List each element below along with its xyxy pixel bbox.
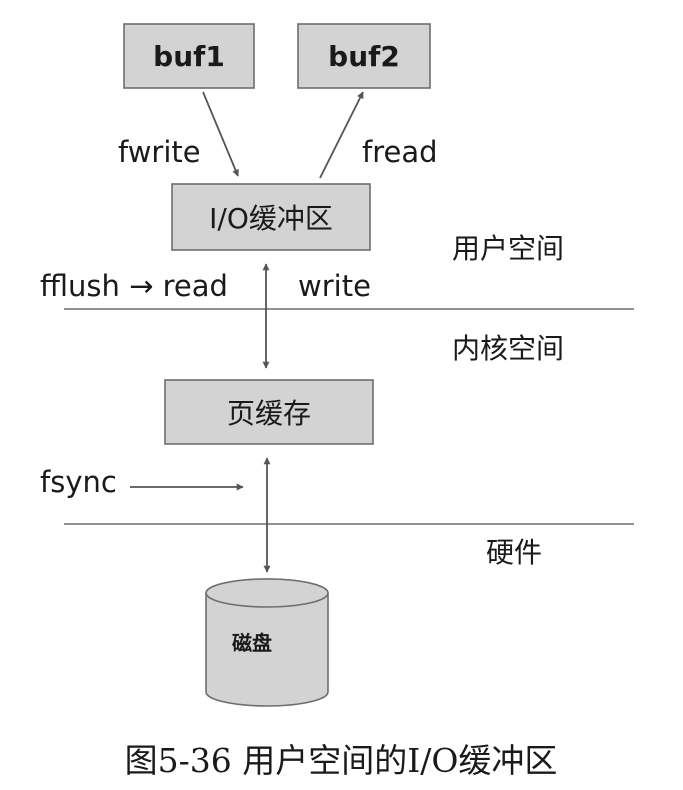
hardware-label: 硬件 [486,536,542,569]
fwrite-arrow [202,91,239,177]
write-label: write [298,269,371,303]
buf2-box: buf2 [297,23,431,89]
page-cache-box: 页缓存 [164,379,374,445]
buf1-label: buf1 [153,40,225,73]
user-space-label: 用户空间 [452,232,564,265]
fread-arrow [319,91,364,179]
fread-label: fread [362,135,438,169]
io-buffer-box: I/O缓冲区 [171,183,371,251]
fsync-label: fsync [40,465,117,499]
fwrite-label: fwrite [118,135,201,169]
buf2-label: buf2 [328,40,400,73]
disk-label: 磁盘 [232,631,272,655]
fflush-read-label: fflush → read [40,269,228,303]
buf1-box: buf1 [123,23,255,89]
page-cache-label: 页缓存 [227,397,311,430]
figure-caption: 图5-36 用户空间的I/O缓冲区 [125,741,558,780]
disk-cylinder: 磁盘 [205,578,329,707]
io-buffer-label: I/O缓冲区 [209,202,333,235]
kernel-space-label: 内核空间 [452,332,564,365]
